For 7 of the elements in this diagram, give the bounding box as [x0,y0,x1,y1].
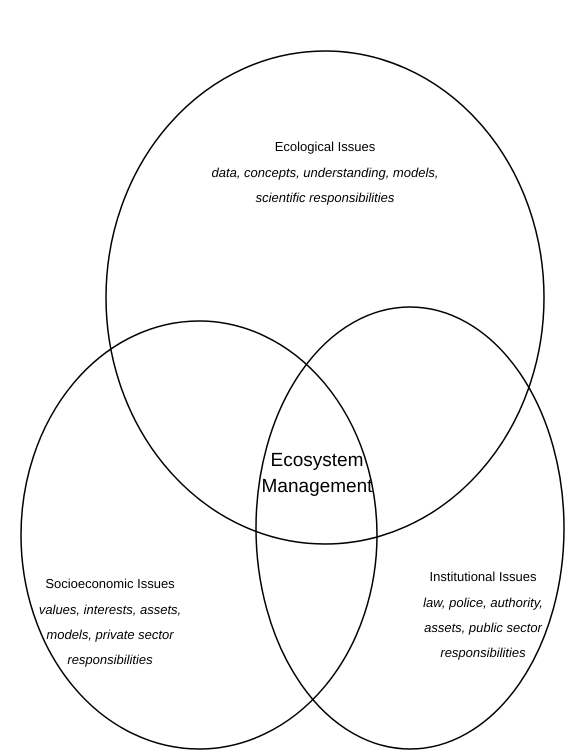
circle-description: values, interests, assets, models, private sector responsibilities [38,601,182,669]
circle-heading: Ecological Issues [274,138,376,156]
circle-description: data, concepts, understanding, models, scientific responsibilities [210,164,440,207]
circle-heading: Institutional Issues [428,568,538,586]
center-label: Ecosystem Management [260,449,374,499]
circle-heading: Socioeconomic Issues [44,575,176,593]
circle-description: law, police, authority, assets, public sector responsibilities [422,594,544,662]
